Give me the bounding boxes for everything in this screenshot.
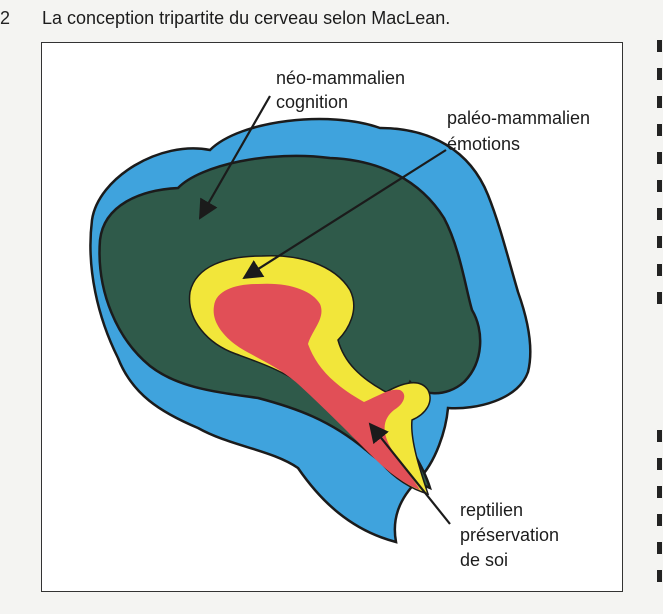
figure-caption: La conception tripartite du cerveau selo… — [42, 8, 451, 28]
label-reptilien: reptilien — [460, 500, 523, 520]
arrow-neo — [199, 95, 271, 220]
adjacent-page-margin — [655, 0, 663, 614]
label-cognition: cognition — [276, 92, 348, 112]
label-preservation: préservation — [460, 525, 559, 545]
reptilian-region — [213, 283, 420, 490]
arrow-reptilian — [368, 422, 451, 525]
label-paleo-mammalien: paléo-mammalien — [447, 108, 590, 128]
figure-number: 2 — [0, 8, 11, 28]
label-neo-mammalien: néo-mammalien — [276, 68, 405, 88]
arrow-paleo — [242, 149, 447, 280]
label-de-soi: de soi — [460, 550, 508, 570]
label-emotions: émotions — [447, 134, 520, 154]
